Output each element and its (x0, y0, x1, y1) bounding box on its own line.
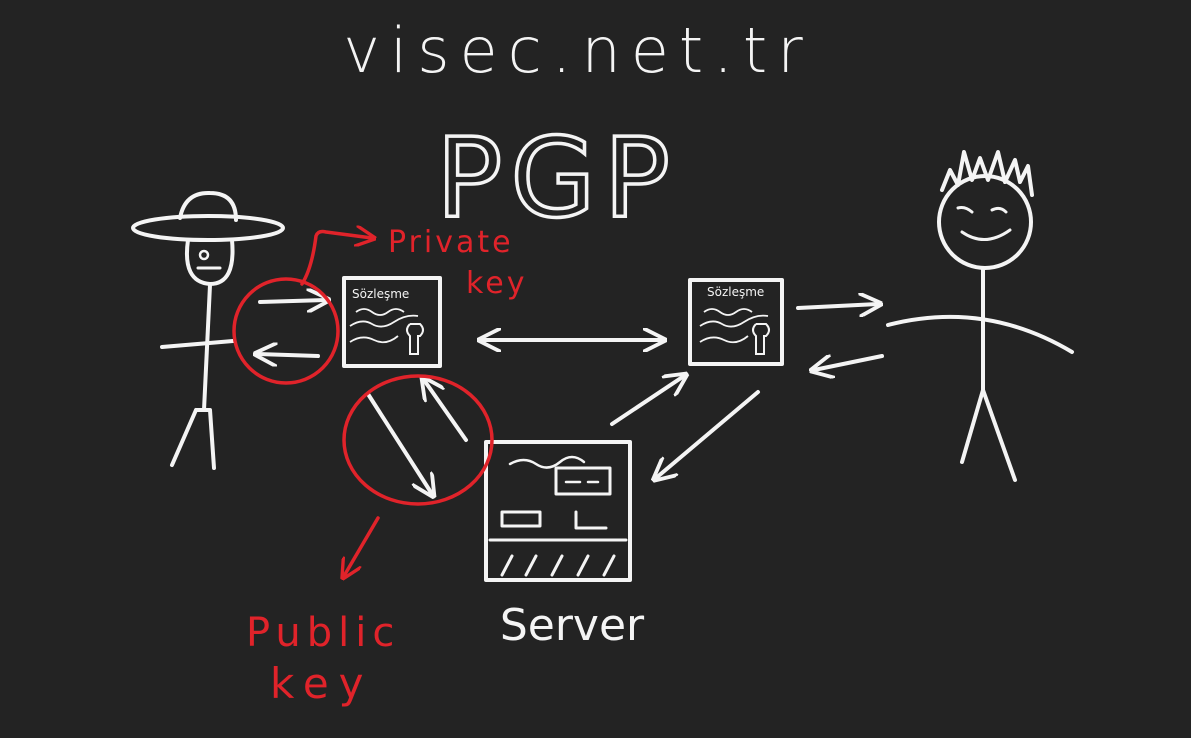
document-left-title: Sözleşme (352, 287, 409, 301)
hat-crown (178, 190, 238, 222)
private-key-label-line1: Private (388, 225, 514, 260)
document-left: Sözleşme (342, 276, 442, 368)
recipient-head (937, 174, 1033, 270)
arrow-sender-to-doc (258, 300, 326, 302)
document-right: Sözleşme (688, 278, 784, 366)
sender-legs (170, 408, 216, 470)
recipient-arms (886, 314, 1074, 354)
public-key-label-line1: Public (246, 610, 400, 656)
stamp-icon (752, 323, 770, 355)
private-key-circle (232, 277, 340, 385)
hat-brim (131, 214, 285, 242)
sender-head (185, 238, 235, 286)
arrow-doc-to-sender (258, 354, 320, 356)
recipient-figure (886, 150, 1074, 482)
sender-arm (160, 339, 235, 349)
arrow-doc-to-recipient (796, 304, 878, 308)
pgp-heading: PGP (436, 114, 678, 242)
arrow-recipient-to-doc (814, 354, 884, 370)
document-right-title: Sözleşme (707, 285, 764, 299)
private-key-pointer (300, 232, 372, 286)
sender-body (202, 283, 212, 412)
arrow-server-to-right-doc (610, 376, 684, 426)
public-key-pointer (344, 516, 380, 576)
arrow-right-doc-to-server (656, 390, 760, 478)
stamp-icon (406, 323, 424, 355)
server-label: Server (500, 600, 645, 651)
private-key-label-line2: key (466, 266, 528, 301)
public-key-label-line2: key (270, 659, 374, 708)
annotations (232, 232, 494, 577)
recipient-legs (960, 388, 1017, 482)
flow-arrows (258, 300, 884, 494)
arrow-server-to-doc (424, 380, 468, 442)
site-title: visec.net.tr (343, 14, 812, 87)
server (484, 440, 632, 582)
public-key-circle (342, 374, 494, 506)
arrow-doc-to-server (366, 392, 432, 494)
sender-figure (131, 190, 285, 470)
spiky-hair (940, 150, 1034, 197)
